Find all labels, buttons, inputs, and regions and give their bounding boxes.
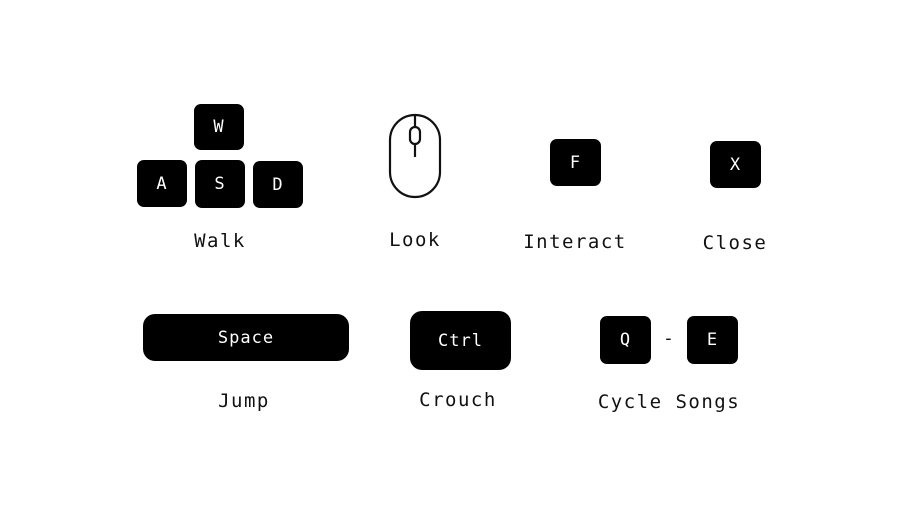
key-f: F — [550, 139, 601, 186]
key-w: W — [194, 104, 244, 150]
key-q: Q — [600, 316, 651, 364]
key-s: S — [195, 160, 245, 208]
mouse-icon — [388, 113, 442, 199]
key-d: D — [253, 161, 303, 208]
crouch-label: Crouch — [419, 389, 497, 411]
look-label: Look — [389, 229, 441, 251]
key-separator: - — [663, 328, 674, 349]
key-x: X — [710, 141, 761, 188]
key-e: E — [687, 316, 738, 364]
cycle-songs-label: Cycle Songs — [597, 391, 741, 413]
key-space: Space — [143, 314, 349, 361]
key-a: A — [137, 160, 187, 207]
jump-label: Jump — [218, 390, 270, 412]
interact-label: Interact — [523, 231, 627, 253]
key-ctrl: Ctrl — [410, 311, 511, 370]
close-label: Close — [702, 232, 768, 254]
walk-label: Walk — [194, 230, 246, 252]
